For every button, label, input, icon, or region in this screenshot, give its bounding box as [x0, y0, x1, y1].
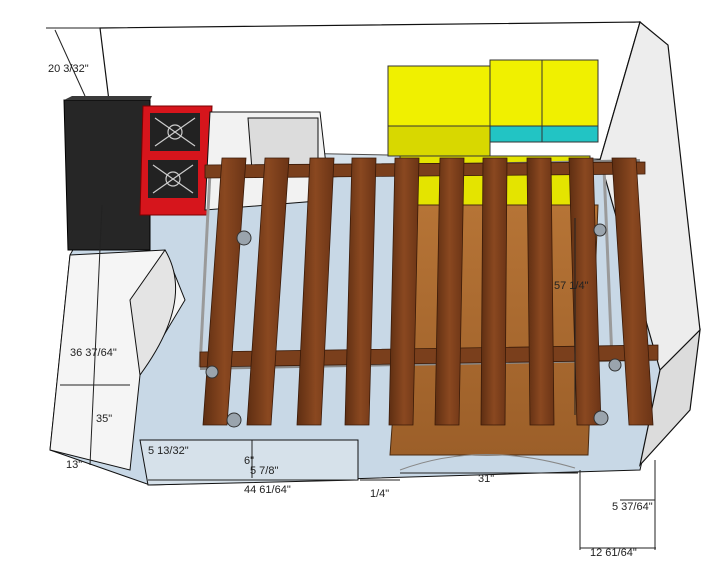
bed-slat: [246, 157, 290, 426]
bed-slats: [202, 157, 654, 426]
burner-icon: [152, 117, 196, 194]
caster-wheels: [205, 223, 622, 428]
dim-cabinet-depth: 35": [96, 413, 112, 425]
frame-rail-right: [602, 167, 614, 361]
cabinet-curve: [129, 249, 177, 377]
dim-gap-small: 5 13/32": [148, 445, 189, 457]
dim-drawer-inner: 5 7/8": [250, 465, 278, 477]
dim-cabinet-width: 13": [66, 459, 82, 471]
floor-arc: [399, 454, 576, 471]
bed-slat: [296, 157, 335, 426]
dim-floor-run: 44 61/64": [244, 484, 291, 496]
bed-slat: [202, 157, 247, 426]
floor-drawer: [139, 439, 359, 486]
fridge-front: [63, 99, 151, 251]
dimension-lines: [46, 27, 656, 550]
bed-slat: [434, 157, 465, 426]
dim-stove-depth: 36 37/64": [70, 347, 117, 359]
dim-van-height: 20 3/32": [48, 63, 89, 75]
van-rear-wall-right: [638, 328, 701, 468]
dim-drawer-height: 6": [244, 455, 254, 467]
bed-slat: [526, 157, 555, 426]
dim-rail-span: 12 61/64": [590, 547, 637, 559]
bed-slat: [388, 157, 420, 426]
dim-bed-width: 31": [478, 473, 494, 485]
bed-slat: [611, 157, 654, 426]
dim-bed-length: 57 1/4": [554, 280, 589, 292]
bed-slat: [344, 157, 377, 426]
dim-rail-offset: 5 37/64": [612, 501, 653, 513]
fridge-top: [64, 96, 152, 100]
frame-rail-left: [198, 171, 212, 368]
dim-offset: 1/4": [370, 488, 389, 500]
bed-slat: [480, 157, 508, 426]
